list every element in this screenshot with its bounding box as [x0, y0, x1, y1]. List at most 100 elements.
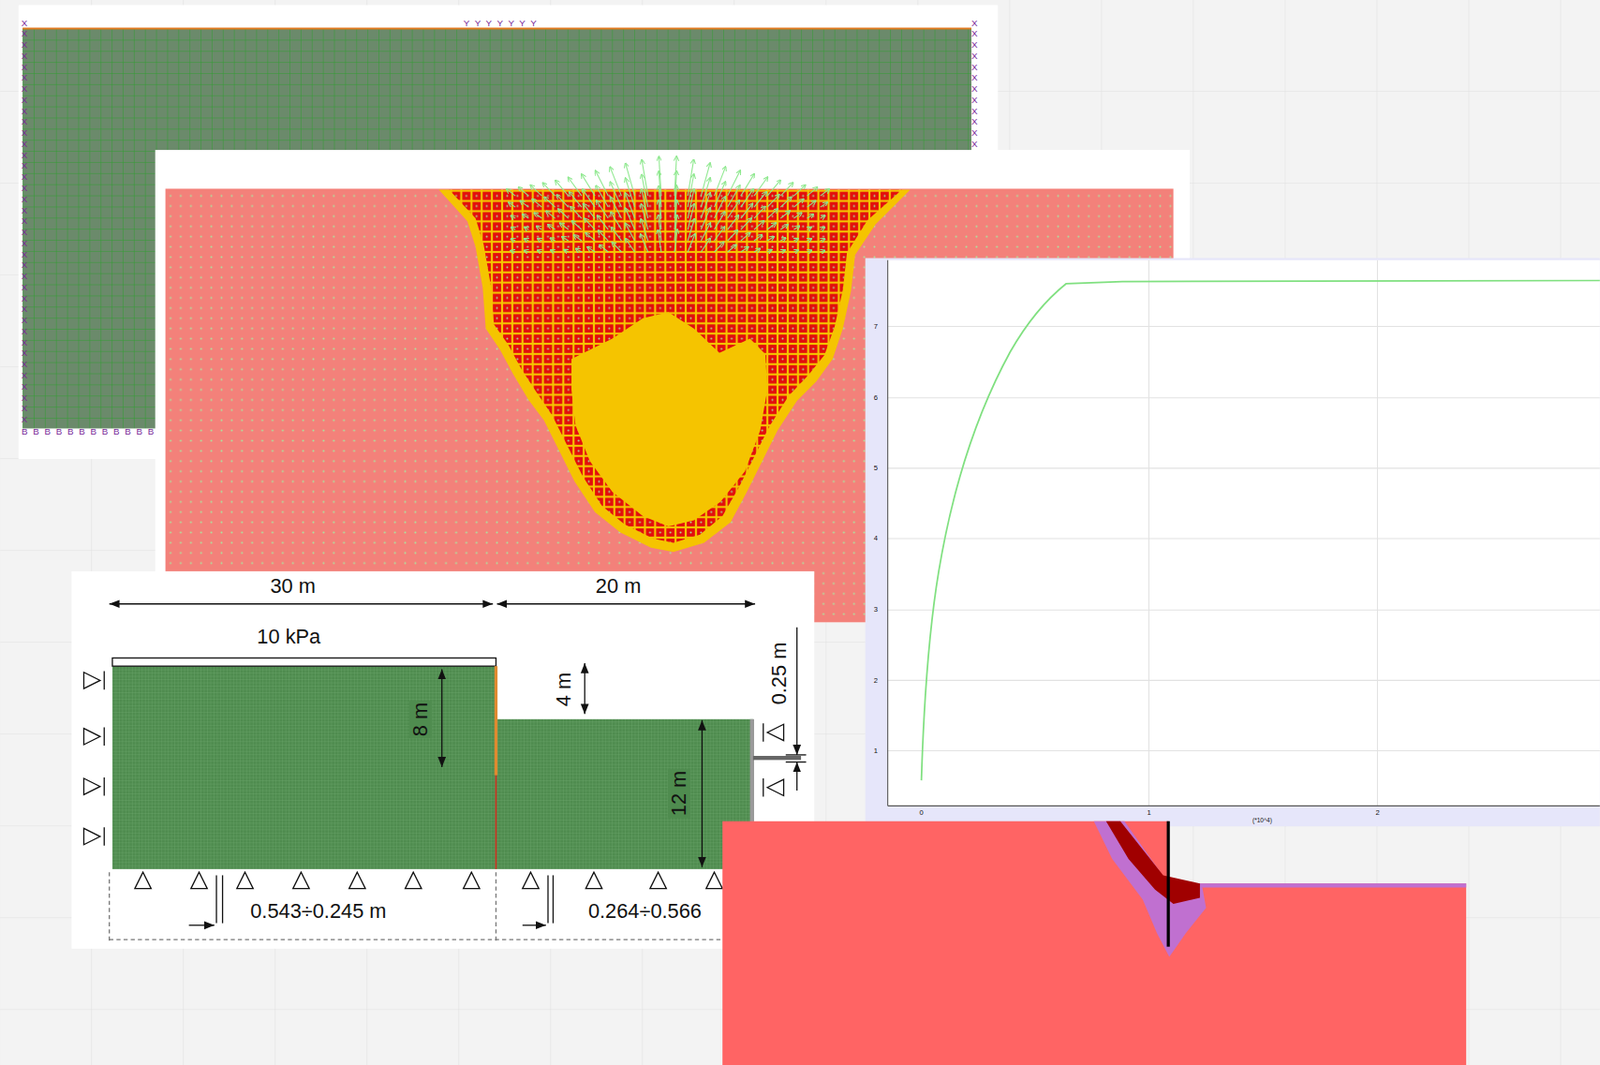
drawing-part	[103, 727, 105, 747]
drawing-part	[714, 241, 725, 252]
drawing-part	[807, 238, 813, 241]
drawing-part	[495, 872, 497, 944]
drawing-part	[767, 236, 774, 241]
drawing-part	[714, 181, 726, 208]
axis-tick: 3	[872, 606, 880, 614]
drawing-part	[438, 190, 910, 553]
drawing-part	[740, 232, 751, 241]
support-symbols	[83, 671, 784, 889]
drawing-part	[611, 241, 622, 252]
drawing-part	[780, 210, 790, 219]
drawing-part	[714, 196, 726, 219]
drawing-part	[542, 182, 555, 196]
drawing-part	[510, 227, 516, 230]
drawing-part	[610, 196, 623, 219]
drawing-part	[793, 225, 800, 230]
drawing-part	[510, 250, 516, 252]
drawing-part	[807, 214, 815, 219]
drawing-part	[727, 185, 741, 208]
drawing-part	[625, 177, 636, 208]
drawing-part	[754, 248, 761, 252]
axis-unit: (*10^4)	[1250, 816, 1275, 824]
drawing-part	[518, 187, 529, 196]
drawing-part	[519, 200, 529, 208]
drawing-part	[793, 184, 805, 196]
drawing-part	[571, 221, 582, 230]
drawing-part	[780, 224, 788, 230]
drawing-part	[563, 250, 569, 252]
drawing-part	[807, 250, 813, 252]
drawing-part	[625, 162, 636, 196]
drawing-part	[83, 728, 100, 745]
drawing-part	[510, 238, 516, 241]
drawing-part	[596, 200, 609, 219]
drawing-part	[71, 571, 815, 949]
drawing-part	[597, 230, 608, 241]
drawing-part	[921, 280, 1600, 781]
drawing-part	[796, 762, 798, 791]
drawing-part	[22, 27, 972, 30]
drawing-part	[575, 248, 582, 252]
drawing-part	[103, 671, 105, 691]
drawing-part	[1106, 821, 1200, 904]
drawing-part	[714, 166, 726, 196]
drawing-part	[112, 666, 496, 870]
axis-tick: 2	[872, 676, 880, 684]
boundary-marker: X X X X X X X X X X X X X X X X X X X X …	[20, 17, 30, 426]
drawing-part	[109, 938, 736, 940]
axis-tick: 1	[872, 747, 880, 756]
drawing-part	[569, 192, 582, 208]
drawing-part	[780, 250, 786, 252]
drawing-part	[700, 222, 711, 241]
drawing-part	[767, 179, 781, 196]
dimension-label: 4 m	[552, 670, 576, 709]
drawing-part	[796, 627, 798, 756]
drawing-part	[596, 215, 608, 230]
drawing-part	[740, 218, 753, 230]
drawing-part	[687, 233, 696, 252]
drawing-part	[108, 872, 110, 941]
dimension-label: 12 m	[667, 769, 691, 818]
drawing-part	[536, 250, 542, 252]
drawing-part	[780, 196, 792, 208]
drawing-part	[83, 828, 100, 845]
drawing-part	[191, 872, 208, 889]
drawing-part	[237, 872, 253, 889]
drawing-part	[820, 238, 826, 241]
axis-tick: 7	[872, 322, 880, 330]
drawing-part	[523, 250, 529, 252]
drawing-part	[495, 719, 753, 870]
drawing-part	[700, 192, 711, 219]
drawing-part	[1173, 883, 1467, 888]
drawing-part	[754, 221, 765, 230]
drawing-part	[535, 225, 542, 230]
drawing-part	[687, 203, 695, 230]
drawing-part	[537, 238, 543, 241]
drawing-part	[544, 196, 556, 208]
drawing-part	[820, 202, 829, 208]
drawing-part	[727, 230, 739, 241]
drawing-part	[1377, 260, 1378, 807]
drawing-part	[820, 189, 830, 197]
drawing-part	[555, 179, 569, 196]
drawing-part	[706, 872, 723, 889]
drawing-part	[753, 755, 801, 760]
axis-tick: 0	[918, 809, 926, 817]
drawing-part	[222, 874, 223, 923]
drawing-part	[767, 250, 772, 252]
drawing-part	[103, 827, 105, 846]
drawing-part	[573, 235, 582, 241]
drawing-part	[641, 189, 649, 219]
drawing-part	[888, 397, 1600, 399]
drawing-part	[722, 821, 1467, 1065]
boundary-marker: Y Y Y Y Y Y Y	[461, 18, 539, 30]
dimension-label: 0.543÷0.245 m	[248, 900, 388, 923]
drawing-part	[793, 212, 801, 219]
velocity-arrows	[506, 156, 830, 252]
drawing-part	[727, 200, 741, 219]
drawing-part	[524, 226, 530, 230]
drawing-part	[624, 192, 635, 219]
drawing-part	[609, 166, 622, 196]
drawing-part	[532, 198, 542, 208]
